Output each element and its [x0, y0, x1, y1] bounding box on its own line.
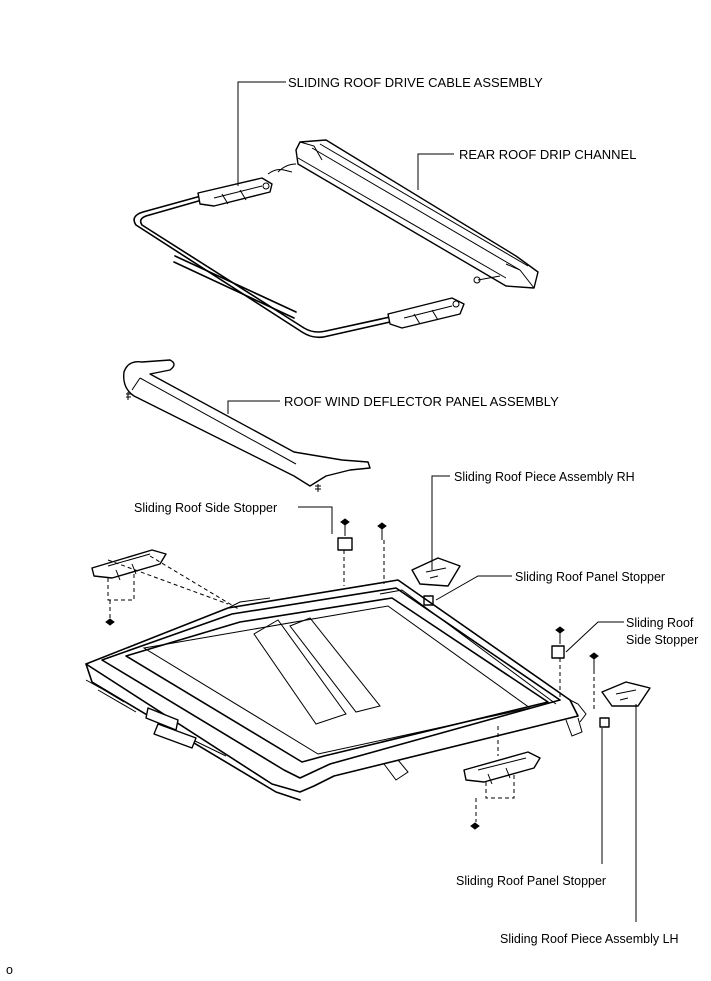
label-side-stopper-right-line1: Sliding Roof [626, 616, 694, 630]
sliding-roof-piece-rh-part [411, 557, 461, 587]
rear-roof-drip-channel [277, 139, 539, 289]
sliding-roof-piece-lh-part [601, 681, 651, 707]
label-side-stopper-left: Sliding Roof Side Stopper [134, 501, 277, 515]
label-panel-stopper-upper: Sliding Roof Panel Stopper [515, 570, 665, 584]
bracket-left [91, 549, 167, 581]
roof-wind-deflector-panel [123, 359, 371, 492]
label-drive-cable-assembly: SLIDING ROOF DRIVE CABLE ASSEMBLY [288, 75, 543, 90]
label-roof-wind-deflector: ROOF WIND DEFLECTOR PANEL ASSEMBLY [284, 394, 559, 409]
sunroof-housing-frame [85, 579, 587, 801]
label-sliding-roof-piece-rh: Sliding Roof Piece Assembly RH [454, 470, 635, 484]
bracket-lower-center [463, 751, 541, 785]
assembly-guide-lines [107, 540, 595, 822]
drive-cable-assembly [133, 169, 465, 339]
leader-lines [227, 81, 637, 922]
label-panel-stopper-lower: Sliding Roof Panel Stopper [456, 874, 606, 888]
label-sliding-roof-piece-lh: Sliding Roof Piece Assembly LH [500, 932, 679, 946]
corner-mark: o [6, 963, 13, 977]
label-rear-roof-drip-channel: REAR ROOF DRIP CHANNEL [459, 147, 636, 162]
label-side-stopper-right-line2: Side Stopper [626, 633, 698, 647]
